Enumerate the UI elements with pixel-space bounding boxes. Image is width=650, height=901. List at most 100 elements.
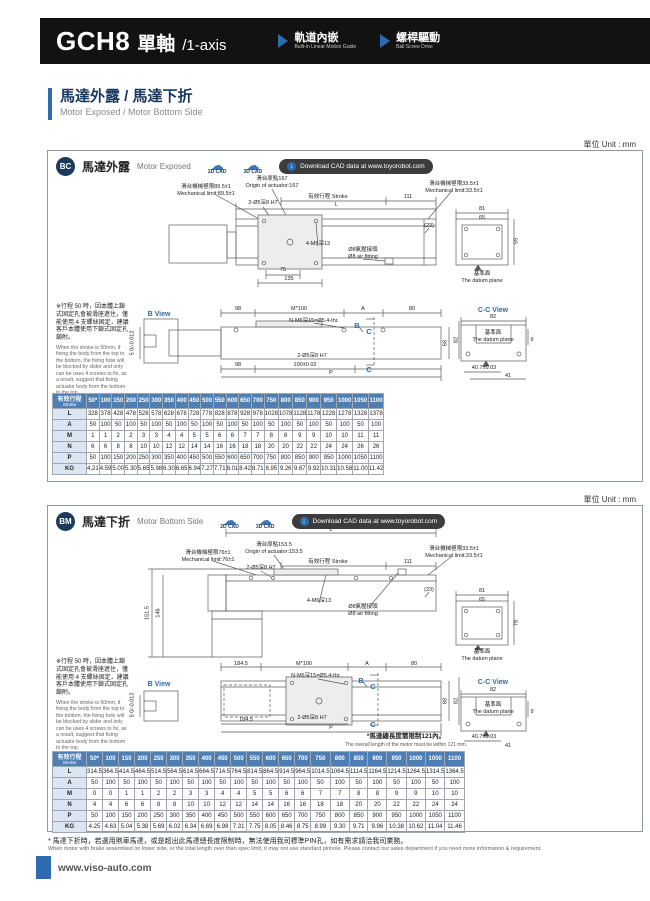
table-cell: 7.75: [246, 821, 264, 833]
cad-2d-button[interactable]: ☁ 2D CAD: [208, 158, 227, 175]
table-cell: 9.96: [367, 821, 388, 833]
table-cell: 22: [306, 441, 322, 453]
table-header-stroke-en: Stroke: [62, 761, 77, 766]
table-cell: 9: [386, 788, 407, 800]
table-cell: 1314.5: [425, 766, 446, 778]
panel-bm-title-zh: 馬達下折: [82, 515, 131, 529]
table-cell: 1178: [306, 408, 322, 420]
stroke-col-header: 1050: [425, 751, 446, 767]
cad-3d-label: 3D CAD: [243, 169, 263, 175]
table-cell: 16: [278, 799, 296, 811]
table-cell: 6: [86, 441, 100, 453]
table-cell: 50: [182, 777, 200, 789]
table-cell: 100: [198, 777, 216, 789]
table-cell: 614.5: [182, 766, 200, 778]
table-cell: 11.04: [425, 821, 446, 833]
table-cell: 1228: [320, 408, 338, 420]
table-cell: 8.46: [278, 821, 296, 833]
cad-3d-button[interactable]: ☁ 3D CAD: [243, 158, 262, 175]
feature-badge-screw-en: Ball Screw Drive: [396, 44, 433, 51]
table-cell: 50: [212, 419, 227, 431]
table-cell: 728: [187, 408, 202, 420]
bm-drawing-linework: [139, 529, 529, 742]
table-cell: 3: [198, 788, 216, 800]
table-cell: 18: [329, 799, 350, 811]
stroke-col-header: 500: [230, 751, 248, 767]
table-cell: 26: [352, 441, 369, 453]
table-cell: 10: [320, 430, 338, 442]
table-cell: 16: [212, 441, 227, 453]
cad-3d-button[interactable]: ☁ 3D CAD: [256, 513, 275, 530]
table-cell: 964.5: [294, 766, 312, 778]
table-cell: 4: [174, 430, 189, 442]
table-cell: 1050: [352, 452, 369, 464]
stroke-col-header: 100: [98, 393, 113, 409]
table-cell: 9.67: [292, 463, 308, 475]
table-cell: 50: [278, 777, 296, 789]
table-cell: 414.5: [118, 766, 136, 778]
table-header-stroke-zh: 有效行程: [57, 755, 82, 761]
table-cell: 10.62: [405, 821, 427, 833]
cad-2d-button[interactable]: ☁ 2D CAD: [220, 513, 239, 530]
table-cell: 428: [111, 408, 126, 420]
table-cell: 2: [124, 430, 138, 442]
table-cell: 24: [336, 441, 354, 453]
stroke-col-header: 850: [292, 393, 308, 409]
table-cell: 4.21: [86, 463, 100, 475]
table-cell: 7: [329, 788, 350, 800]
row-label: A: [52, 419, 87, 431]
table-cell: 5: [200, 430, 214, 442]
table-header-stroke-zh: 有效行程: [57, 397, 82, 403]
table-cell: 8.95: [263, 463, 279, 475]
table-cell: 18: [250, 441, 265, 453]
table-cell: 11: [367, 430, 385, 442]
table-cell: 664.5: [198, 766, 216, 778]
stroke-col-header: 700: [294, 751, 312, 767]
table-cell: 8.71: [250, 463, 265, 475]
product-title: GCH8 單軸 /1-axis: [40, 26, 226, 57]
table-cell: 928: [238, 408, 252, 420]
cad-3d-label: 3D CAD: [255, 524, 275, 530]
table-cell: 100: [306, 419, 322, 431]
table-cell: 1264.5: [405, 766, 427, 778]
table-cell: 8.05: [262, 821, 280, 833]
table-cell: 8.75: [294, 821, 312, 833]
download-cad-button[interactable]: ↓ Download CAD data at www.toyorobot.com: [279, 159, 433, 174]
table-cell: 11.42: [367, 463, 385, 475]
table-cell: 50: [111, 419, 126, 431]
table-cell: 778: [200, 408, 214, 420]
table-cell: 6.65: [174, 463, 189, 475]
table-cell: 5: [187, 430, 202, 442]
table-cell: 1364.5: [444, 766, 465, 778]
stroke-col-header: 250: [136, 393, 151, 409]
feature-badge-guide: 軌道內嵌 Built-in Linear Motion Guide: [278, 32, 357, 51]
table-cell: 12: [214, 799, 232, 811]
table-cell: 1064.5: [329, 766, 350, 778]
feature-badge-guide-en: Built-in Linear Motion Guide: [294, 44, 357, 51]
stroke-col-header: 600: [225, 393, 240, 409]
table-cell: 9.26: [277, 463, 294, 475]
table-cell: 12: [230, 799, 248, 811]
stroke-col-header: 100: [102, 751, 120, 767]
table-cell: 300: [166, 810, 184, 822]
stroke-col-header: 200: [134, 751, 152, 767]
cad-2d-label: 2D CAD: [207, 169, 227, 175]
bc-drawing-linework: [139, 188, 529, 381]
table-cell: 800: [277, 452, 294, 464]
stroke-col-header: 1100: [367, 393, 385, 409]
table-cell: 100: [102, 777, 120, 789]
table-cell: 100: [230, 777, 248, 789]
download-cad-button[interactable]: ↓ Download CAD data at www.toyorobot.com: [291, 514, 446, 529]
stroke-col-header: 650: [278, 751, 296, 767]
table-cell: 50: [86, 419, 100, 431]
stroke-note-zh: ※行程 50 時，因本體上鎖式固定孔會被滑座遮住，僅能使用 4 支螺絲固定，建議…: [56, 659, 129, 697]
feature-badge-screw-zh: 螺桿驅動: [396, 31, 441, 44]
table-cell: 878: [225, 408, 240, 420]
table-cell: 800: [329, 810, 350, 822]
table-cell: 50: [246, 777, 264, 789]
table-cell: 50: [238, 419, 252, 431]
